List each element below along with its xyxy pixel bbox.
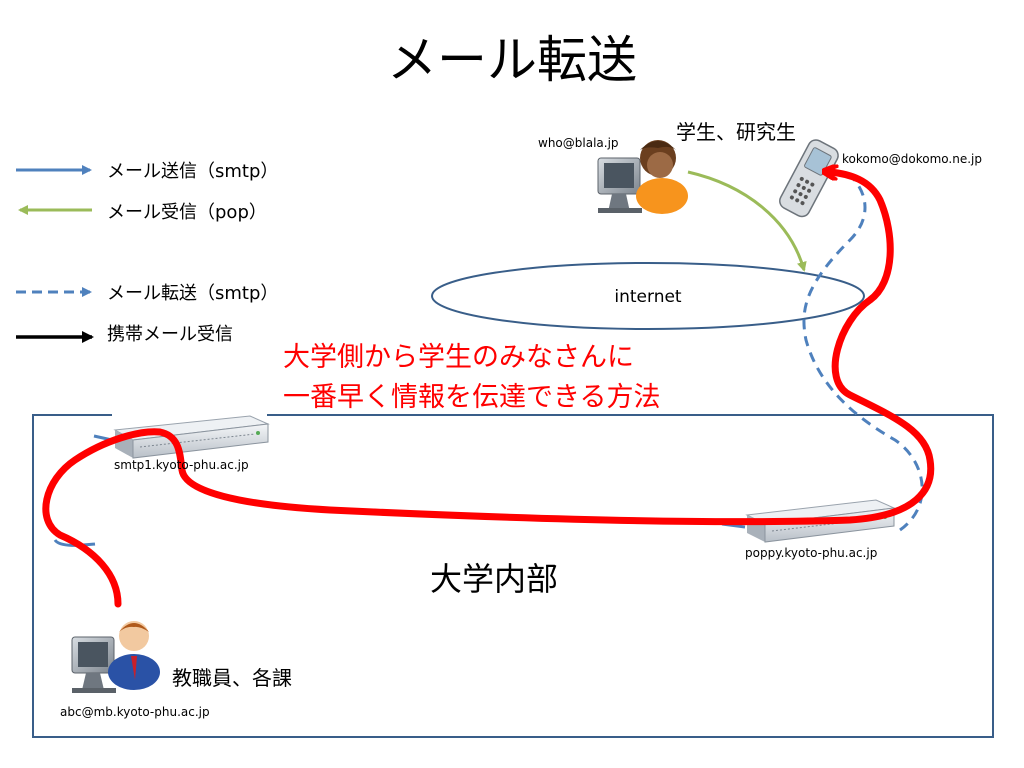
legend-forward-label: メール転送（smtp） bbox=[107, 283, 279, 304]
campus-label: 大学内部 bbox=[430, 560, 559, 598]
pop-server-label: poppy.kyoto-phu.ac.jp bbox=[745, 546, 878, 560]
staff-role-label: 教職員、各課 bbox=[172, 666, 292, 690]
legend-smtp-label: メール送信（smtp） bbox=[107, 161, 279, 182]
student-role-label: 学生、研究生 bbox=[676, 120, 796, 144]
student-user-icon bbox=[597, 140, 688, 214]
staff-user-icon bbox=[71, 621, 160, 693]
highlight-line-2: 一番早く情報を伝達できる方法 bbox=[283, 382, 661, 413]
page-title: メール転送 bbox=[387, 31, 637, 89]
legend-mobile-label: 携帯メール受信 bbox=[107, 324, 233, 345]
internet-cloud bbox=[431, 262, 865, 330]
mobile-email-label: kokomo@dokomo.ne.jp bbox=[842, 152, 982, 166]
smtp-server-label: smtp1.kyoto-phu.ac.jp bbox=[114, 458, 249, 472]
smtp-server-icon bbox=[113, 415, 270, 459]
mobile-phone-icon bbox=[779, 139, 839, 218]
highlight-line-1: 大学側から学生のみなさんに bbox=[283, 342, 634, 373]
legend-pop-label: メール受信（pop） bbox=[107, 202, 267, 223]
mobile-forward-highlight bbox=[42, 172, 935, 608]
internet-label: internet bbox=[614, 287, 682, 307]
staff-email-label: abc@mb.kyoto-phu.ac.jp bbox=[60, 705, 210, 719]
forward-flow-dashed bbox=[802, 173, 924, 532]
pop-flow-arrow bbox=[687, 170, 807, 272]
campus-boundary bbox=[32, 414, 994, 738]
highlight-message: 大学側から学生のみなさんに 一番早く情報を伝達できる方法 bbox=[283, 338, 660, 418]
student-email-label: who@blala.jp bbox=[538, 136, 619, 150]
